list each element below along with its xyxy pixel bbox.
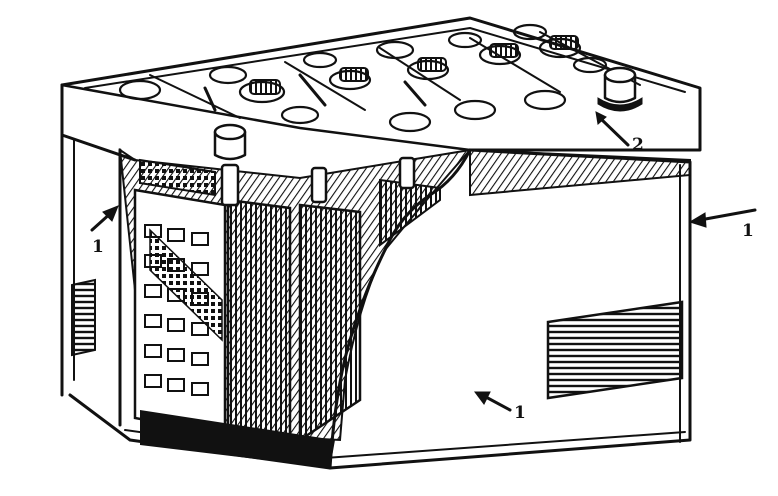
callout-right-case: 1: [742, 221, 754, 241]
arrow-bottom-case: [474, 391, 512, 412]
terminal-post-left: [213, 123, 247, 161]
arrow-right-case: [688, 208, 757, 228]
plate-group-2: [226, 178, 441, 443]
arrow-lid: [595, 111, 630, 147]
terminal-post-right: [597, 66, 643, 112]
arrow-interior: [203, 73, 427, 112]
case-rib-panel-left: [71, 278, 96, 357]
callout-lid: 2: [632, 135, 644, 155]
callout-left-case: 1: [92, 237, 104, 257]
cutaway-interior: [118, 147, 473, 470]
case-rib-panel-right: [546, 300, 684, 400]
plate-group-1: [133, 158, 227, 437]
callout-bottom-case: 1: [514, 403, 526, 423]
cell-caps: [118, 23, 643, 161]
arrow-left-case: [90, 205, 119, 232]
